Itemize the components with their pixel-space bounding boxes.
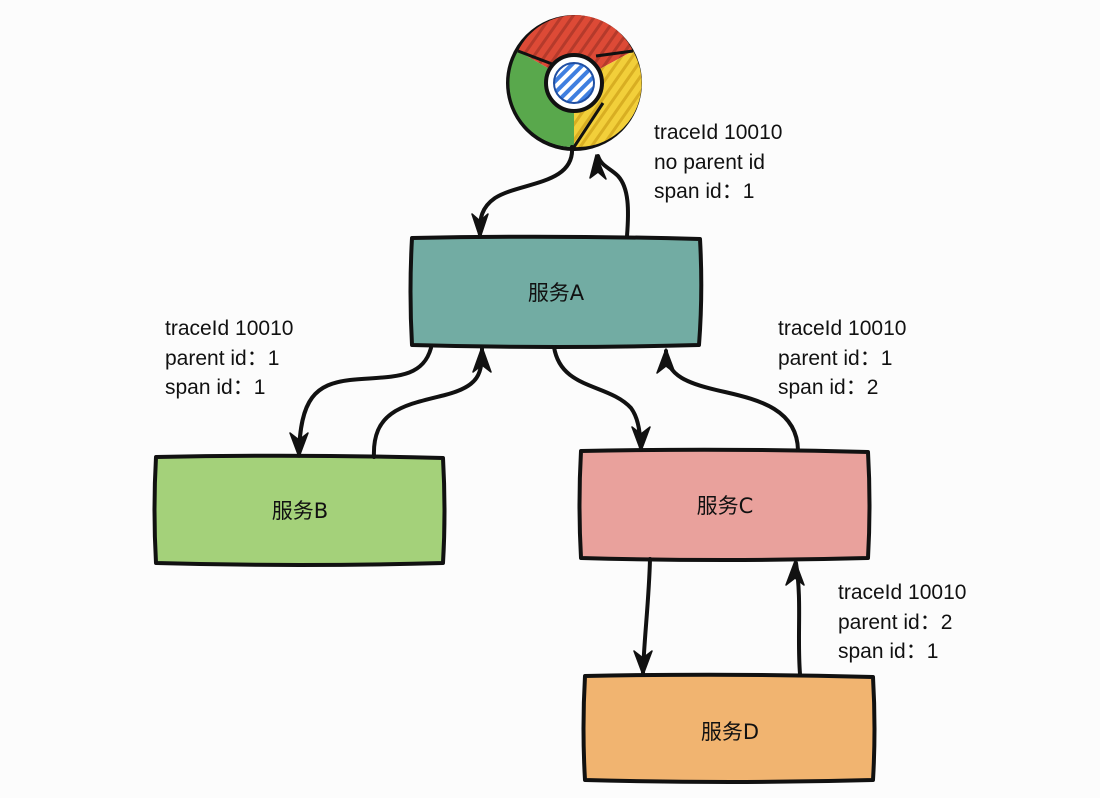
service-c-label: 服务C <box>697 494 754 518</box>
trace-id-text: traceId 10010 <box>654 121 782 144</box>
service-d-to-c-arrowhead <box>785 560 805 586</box>
service-b-to-a-arrow <box>371 347 484 459</box>
service-a-to-c-arrowhead <box>631 426 651 452</box>
service-a-to-b-arrow <box>297 346 433 457</box>
parent-id-text: parent id：1 <box>778 347 892 370</box>
span-id-text: span id：1 <box>654 180 754 203</box>
service-c-to-d-arrowhead <box>633 650 653 676</box>
parent-id-text: parent id：2 <box>838 611 952 634</box>
service-c-box: 服务C <box>577 447 872 562</box>
service-b-box: 服务B <box>152 453 447 567</box>
span-id-text: span id：1 <box>838 640 938 663</box>
service-a-to-browser-arrowhead <box>589 154 607 180</box>
service-d-label: 服务D <box>701 720 759 744</box>
service-d-box: 服务D <box>581 672 877 784</box>
service-a-to-c-arrow <box>552 345 643 451</box>
service-a-to-browser-arrow <box>596 154 630 238</box>
service-a-to-c-trace-label: traceId 10010 parent id：1 span id：2 <box>778 317 906 399</box>
service-a-to-b-arrowhead <box>289 432 309 458</box>
browser-to-service-a-arrow <box>477 145 575 238</box>
chrome-browser-icon <box>506 15 642 151</box>
service-a-to-b-trace-label: traceId 10010 parent id：1 span id：1 <box>165 317 293 399</box>
service-a-label: 服务A <box>528 281 585 305</box>
trace-id-text: traceId 10010 <box>778 317 906 340</box>
trace-id-text: traceId 10010 <box>165 317 293 340</box>
service-b-to-a-arrowhead <box>472 346 492 373</box>
browser-to-service-a-trace-label: traceId 10010 no parent id span id：1 <box>654 121 782 203</box>
span-id-text: span id：2 <box>778 376 878 399</box>
parent-id-text: parent id：1 <box>165 347 279 370</box>
service-c-to-a-arrowhead <box>656 348 676 374</box>
parent-id-text: no parent id <box>654 151 765 174</box>
service-c-to-d-trace-label: traceId 10010 parent id：2 span id：1 <box>838 581 966 663</box>
trace-id-text: traceId 10010 <box>838 581 966 604</box>
service-a-box: 服务A <box>408 234 704 349</box>
service-b-label: 服务B <box>272 499 328 523</box>
browser-to-service-a-arrowhead <box>471 213 489 239</box>
span-id-text: span id：1 <box>165 376 265 399</box>
